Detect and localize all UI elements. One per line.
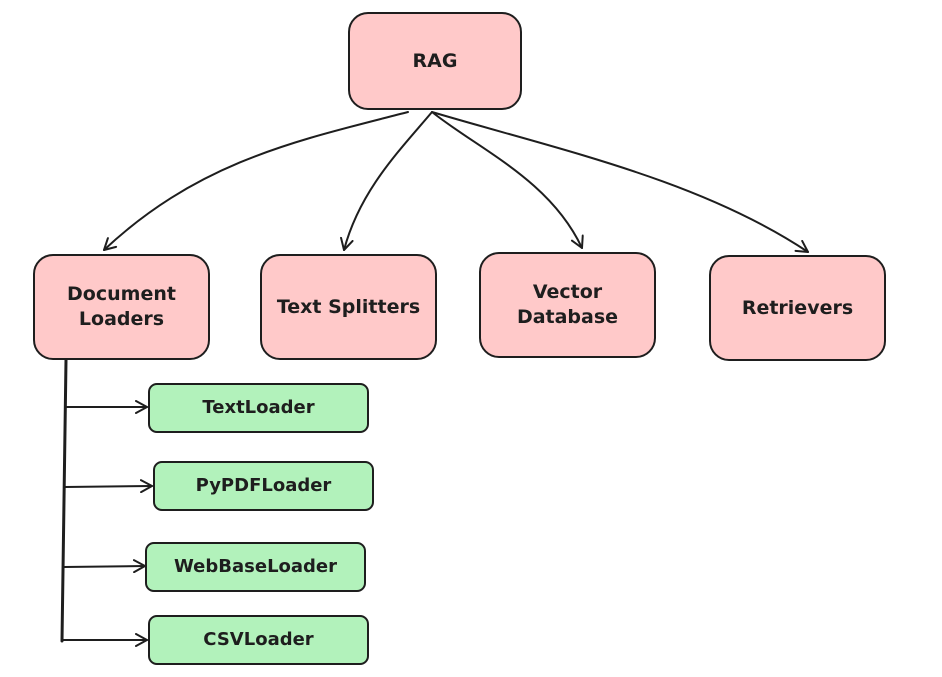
edge-rag-to-retrievers xyxy=(431,111,809,253)
edge-rag-to-document-loaders xyxy=(103,111,409,251)
rag-node-label: RAG xyxy=(412,49,458,72)
pypdfloader-node: PyPDFLoader xyxy=(153,461,374,511)
csvloader-label: CSVLoader xyxy=(203,629,314,651)
retrievers-label: Retrievers xyxy=(741,296,854,319)
edge-rag-to-vector-database xyxy=(431,111,584,249)
rag-node: RAG xyxy=(348,12,522,110)
edge-to-webbaseloader xyxy=(63,559,146,574)
retrievers-node: Retrievers xyxy=(709,255,886,361)
csvloader-node: CSVLoader xyxy=(148,615,369,665)
textloader-label: TextLoader xyxy=(202,397,315,419)
document-loaders-node: Document Loaders xyxy=(33,254,210,360)
pypdfloader-label: PyPDFLoader xyxy=(195,475,332,497)
textloader-node: TextLoader xyxy=(148,383,369,433)
text-splitters-label: Text Splitters xyxy=(276,295,421,318)
document-loaders-label: Document Loaders xyxy=(67,283,176,330)
edge-to-pypdfloader xyxy=(64,479,153,494)
edge-rag-to-text-splitters xyxy=(340,111,433,251)
webbaseloader-node: WebBaseLoader xyxy=(145,542,366,592)
vector-database-node: Vector Database xyxy=(479,252,656,358)
vector-database-label: Vector Database xyxy=(516,281,619,328)
text-splitters-node: Text Splitters xyxy=(260,254,437,360)
webbaseloader-label: WebBaseLoader xyxy=(173,556,338,578)
edge-loaders-trunk xyxy=(60,358,68,643)
